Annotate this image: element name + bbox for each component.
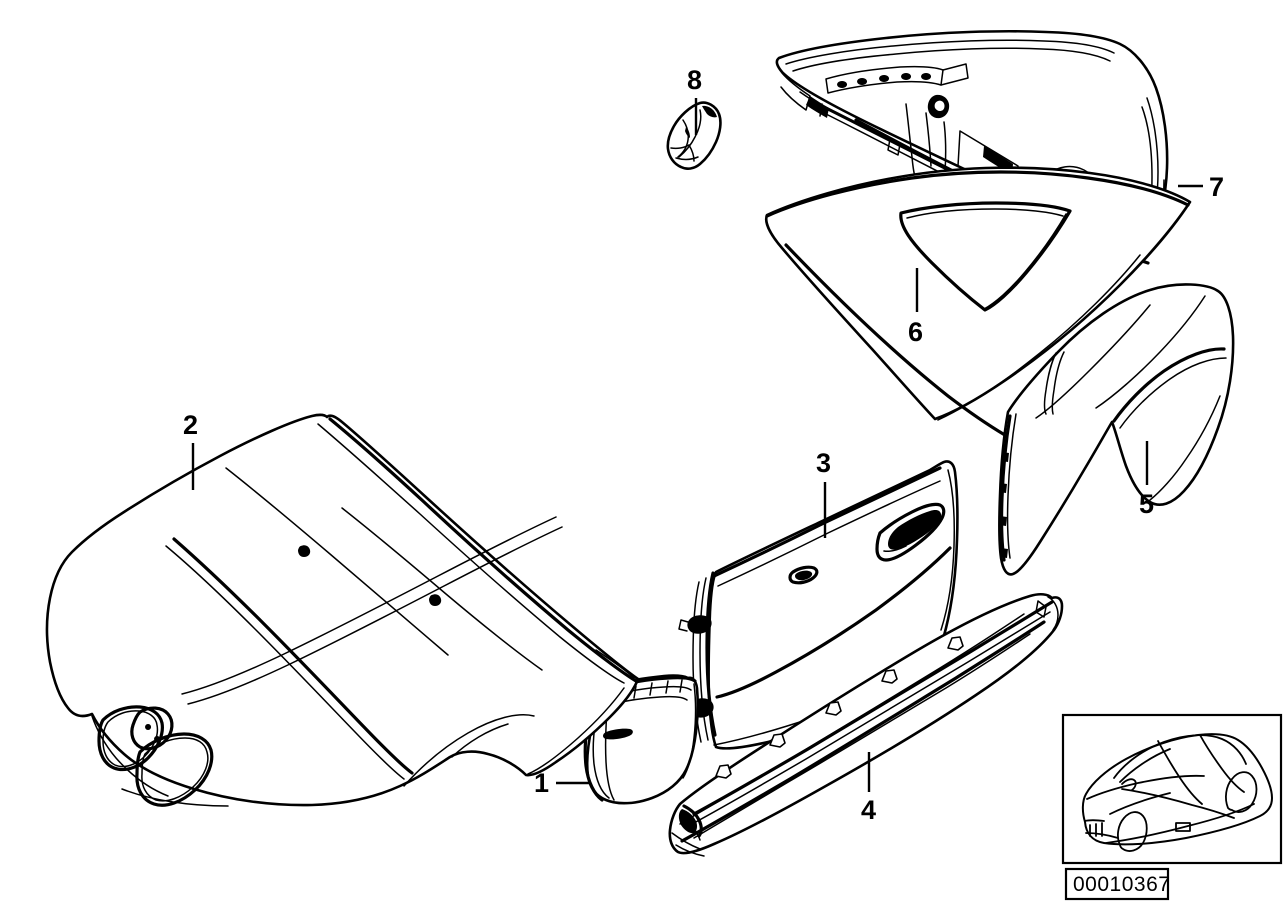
- thumbnail-frame: [1061, 713, 1283, 865]
- part-2-engine-hood[interactable]: [45, 413, 640, 807]
- callout-4: 4: [861, 752, 876, 825]
- callout-number-3: 3: [816, 448, 831, 478]
- part-5-rear-quarter-panel[interactable]: [998, 283, 1235, 576]
- callout-number-8: 8: [687, 65, 702, 95]
- callout-number-4: 4: [861, 795, 876, 825]
- callout-3: 3: [816, 448, 831, 538]
- callout-number-2: 2: [183, 410, 198, 440]
- diagram-id-label: 00010367: [1073, 873, 1170, 896]
- vehicle-orientation-thumbnail: 00010367: [1061, 713, 1283, 901]
- part-4-rocker-sill-panel[interactable]: [668, 592, 1064, 857]
- callout-2: 2: [183, 410, 198, 490]
- callout-number-6: 6: [908, 317, 923, 347]
- callout-6: 6: [908, 268, 923, 347]
- callout-5: 5: [1139, 441, 1154, 519]
- part-8-mirror-bracket[interactable]: [666, 101, 722, 170]
- callout-1: 1: [534, 768, 590, 798]
- callout-8: 8: [687, 65, 702, 135]
- callout-7: 7: [1178, 172, 1224, 202]
- diagram-id-frame: [1064, 867, 1170, 901]
- callout-number-7: 7: [1209, 172, 1224, 202]
- callout-number-5: 5: [1139, 489, 1154, 519]
- callout-number-1: 1: [534, 768, 549, 798]
